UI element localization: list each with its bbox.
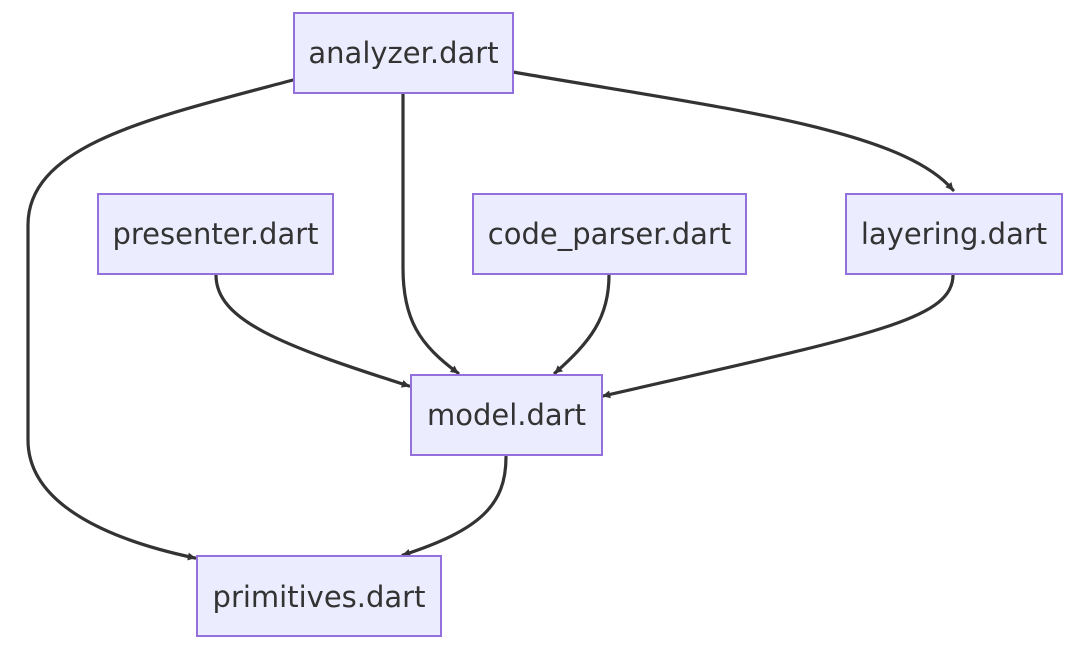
node-label: layering.dart — [861, 217, 1047, 251]
node-box — [472, 193, 747, 275]
node-label: primitives.dart — [213, 580, 426, 614]
node-label: analyzer.dart — [308, 36, 498, 70]
node-model[interactable]: model.dart — [410, 374, 603, 456]
edge-analyzer-to-primitives — [26, 78, 295, 561]
edge-analyzer-to-model — [401, 92, 460, 375]
node-box — [293, 12, 514, 94]
edge-model-to-primitives — [401, 455, 508, 557]
node-label: model.dart — [427, 398, 586, 432]
node-box — [845, 193, 1063, 275]
node-primitives[interactable]: primitives.dart — [196, 555, 442, 637]
node-box — [97, 193, 334, 275]
edge-analyzer-to-layering — [511, 70, 955, 192]
node-presenter[interactable]: presenter.dart — [97, 193, 334, 275]
edge-code-parser-to-model — [553, 273, 611, 375]
node-code-parser[interactable]: code_parser.dart — [472, 193, 747, 275]
edge-layering-to-model — [601, 273, 955, 399]
edge-presenter-to-model — [214, 273, 411, 388]
edges — [26, 70, 955, 561]
node-label: code_parser.dart — [488, 217, 731, 251]
node-analyzer[interactable]: analyzer.dart — [293, 12, 514, 94]
node-layering[interactable]: layering.dart — [845, 193, 1063, 275]
node-box — [196, 555, 442, 637]
node-label: presenter.dart — [112, 217, 318, 251]
node-box — [410, 374, 603, 456]
